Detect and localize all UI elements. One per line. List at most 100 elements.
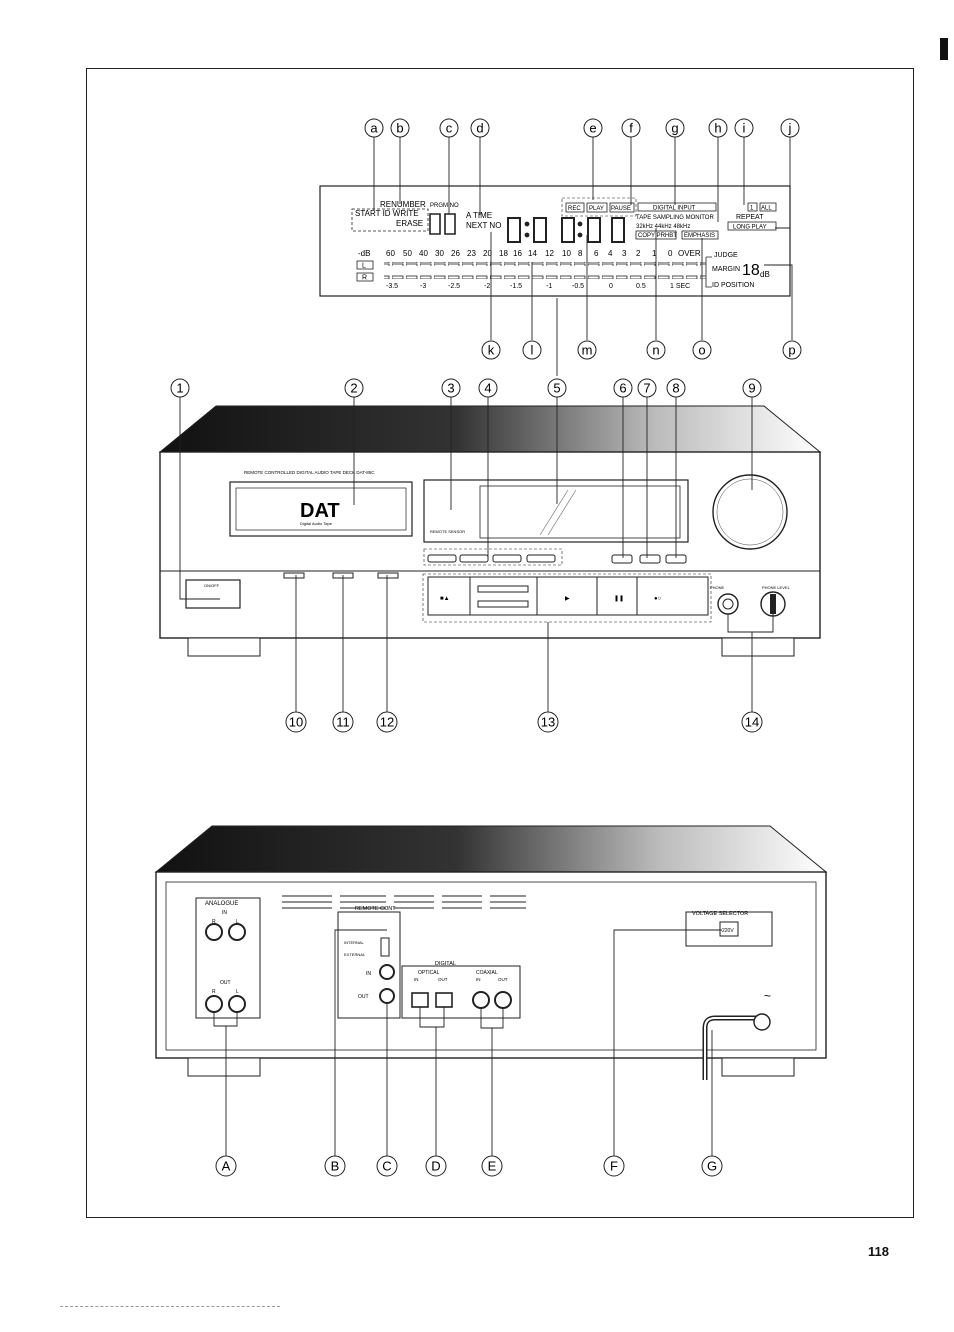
db-tick: 50	[403, 249, 412, 258]
margin-tick: 0	[609, 283, 613, 290]
optical-label: OPTICAL	[418, 970, 440, 976]
svg-text:D: D	[431, 1159, 440, 1174]
repeat-button[interactable]	[611, 554, 633, 564]
channel-l: L	[362, 263, 366, 270]
indicator-tape-sampling-monitor: TAPE SAMPLING MONITOR	[636, 215, 714, 221]
analogue-in-l: L	[236, 919, 239, 925]
scan-artifact-line	[60, 1306, 280, 1309]
analogue-in-r-jack[interactable]	[205, 923, 223, 941]
margin-tick: 1 SEC	[670, 283, 690, 290]
svg-text:A: A	[222, 1159, 231, 1174]
ac-symbol: ~	[764, 989, 771, 1003]
rear-leader-lines	[213, 929, 722, 1156]
front-model-line: REMOTE CONTROLLED DIGITAL AUDIO TAPE DEC…	[244, 470, 375, 475]
db-tick: 10	[562, 249, 571, 258]
db-tick: 40	[419, 249, 428, 258]
db-tick: 4	[608, 249, 613, 258]
svg-text:10: 10	[289, 715, 303, 730]
remote-external-label: EXTERNAL	[344, 952, 366, 957]
callout-c: c	[439, 118, 459, 138]
callout-g: g	[665, 118, 685, 138]
db-tick: 6	[594, 249, 599, 258]
phone-jack[interactable]	[717, 593, 739, 615]
callout-o: o	[692, 340, 712, 360]
callout-G: G	[701, 1155, 723, 1177]
analogue-in-l-jack[interactable]	[228, 923, 246, 941]
margin-tick: -1	[546, 283, 552, 290]
optical-out-jack[interactable]	[435, 992, 453, 1008]
erase-button[interactable]	[427, 554, 457, 563]
svg-text:b: b	[396, 121, 403, 136]
optical-out-label: OUT	[438, 977, 448, 982]
db-tick: 3	[622, 249, 627, 258]
db-tick: 14	[528, 249, 537, 258]
voltage-selector-switch[interactable]	[719, 921, 739, 937]
svg-text:m: m	[582, 343, 593, 358]
power-switch[interactable]	[185, 579, 241, 609]
end-renumber-button[interactable]	[492, 554, 522, 563]
analogue-out-r-jack[interactable]	[205, 995, 223, 1013]
label-renumber: RENUMBER	[380, 200, 426, 209]
remote-out-jack[interactable]	[379, 988, 395, 1004]
analogue-out-label: OUT	[220, 980, 231, 986]
margin-tick: -3	[420, 283, 426, 290]
margin-tick: -2	[484, 283, 490, 290]
margin-tick: -0.5	[572, 283, 584, 290]
callout-C: C	[376, 1155, 398, 1177]
margin-unit: dB	[760, 270, 770, 279]
rec-level-knob[interactable]	[712, 474, 788, 550]
display-panel: RENUMBER PRGM NO START ID WRITE ERASE A …	[319, 185, 791, 297]
remote-mode-switch[interactable]	[380, 937, 390, 957]
voltage-value: 220V	[722, 928, 734, 934]
display-callouts-top: a b c d e f g h i j	[364, 118, 800, 138]
label-margin: MARGIN	[712, 266, 740, 273]
play-icon: ▶	[565, 596, 570, 602]
rec-mode-switch[interactable]	[377, 572, 399, 579]
svg-text:E: E	[488, 1159, 497, 1174]
tape-selector-switch[interactable]	[283, 572, 305, 579]
callout-11: 11	[332, 711, 354, 733]
renumber-button[interactable]	[459, 554, 489, 563]
db-tick: 30	[435, 249, 444, 258]
remote-in-jack[interactable]	[379, 964, 395, 980]
voltage-selector-label: VOLTAGE SELECTOR	[692, 911, 748, 917]
svg-text:7: 7	[643, 381, 650, 396]
fast-forward-button[interactable]	[477, 600, 529, 608]
db-tick: 60	[386, 249, 395, 258]
svg-text:C: C	[382, 1159, 391, 1174]
svg-text:1: 1	[176, 381, 183, 396]
display-callouts-bottom: k l m n o p	[481, 340, 802, 360]
analogue-out-r: R	[212, 989, 216, 995]
callout-2: 2	[344, 378, 364, 398]
counter-button[interactable]	[639, 554, 661, 564]
callout-6: 6	[613, 378, 633, 398]
rewind-button[interactable]	[477, 585, 529, 593]
phone-label: PHONE	[710, 585, 725, 590]
analogue-in-label: IN	[222, 910, 227, 916]
callout-7: 7	[637, 378, 657, 398]
eject-stop-icon: ■▲	[440, 596, 450, 602]
callout-f: f	[621, 118, 641, 138]
record-icon: ●○	[654, 596, 662, 602]
db-tick: 26	[451, 249, 460, 258]
analogue-out-l-jack[interactable]	[228, 995, 246, 1013]
callout-12: 12	[376, 711, 398, 733]
svg-text:8: 8	[672, 381, 679, 396]
indicator-emphasis: EMPHASIS	[684, 233, 715, 239]
optical-in-jack[interactable]	[411, 992, 429, 1008]
coaxial-out-jack[interactable]	[494, 991, 512, 1009]
label-a-time: A TIME	[466, 211, 492, 220]
coaxial-in-jack[interactable]	[472, 991, 490, 1009]
figure-frame	[86, 68, 914, 1218]
indicator-sampling-rates: 32kHz 44kHz 48kHz	[636, 224, 690, 230]
svg-text:13: 13	[541, 715, 555, 730]
margin-value: 18	[742, 262, 760, 279]
svg-text:F: F	[610, 1159, 618, 1174]
remote-cont-label: REMOTE CONT	[355, 906, 396, 912]
svg-text:2: 2	[350, 381, 357, 396]
db-tick: 1	[652, 249, 657, 258]
margin-tick: -3.5	[386, 283, 398, 290]
svg-text:f: f	[629, 121, 633, 136]
auto-button[interactable]	[526, 554, 556, 563]
